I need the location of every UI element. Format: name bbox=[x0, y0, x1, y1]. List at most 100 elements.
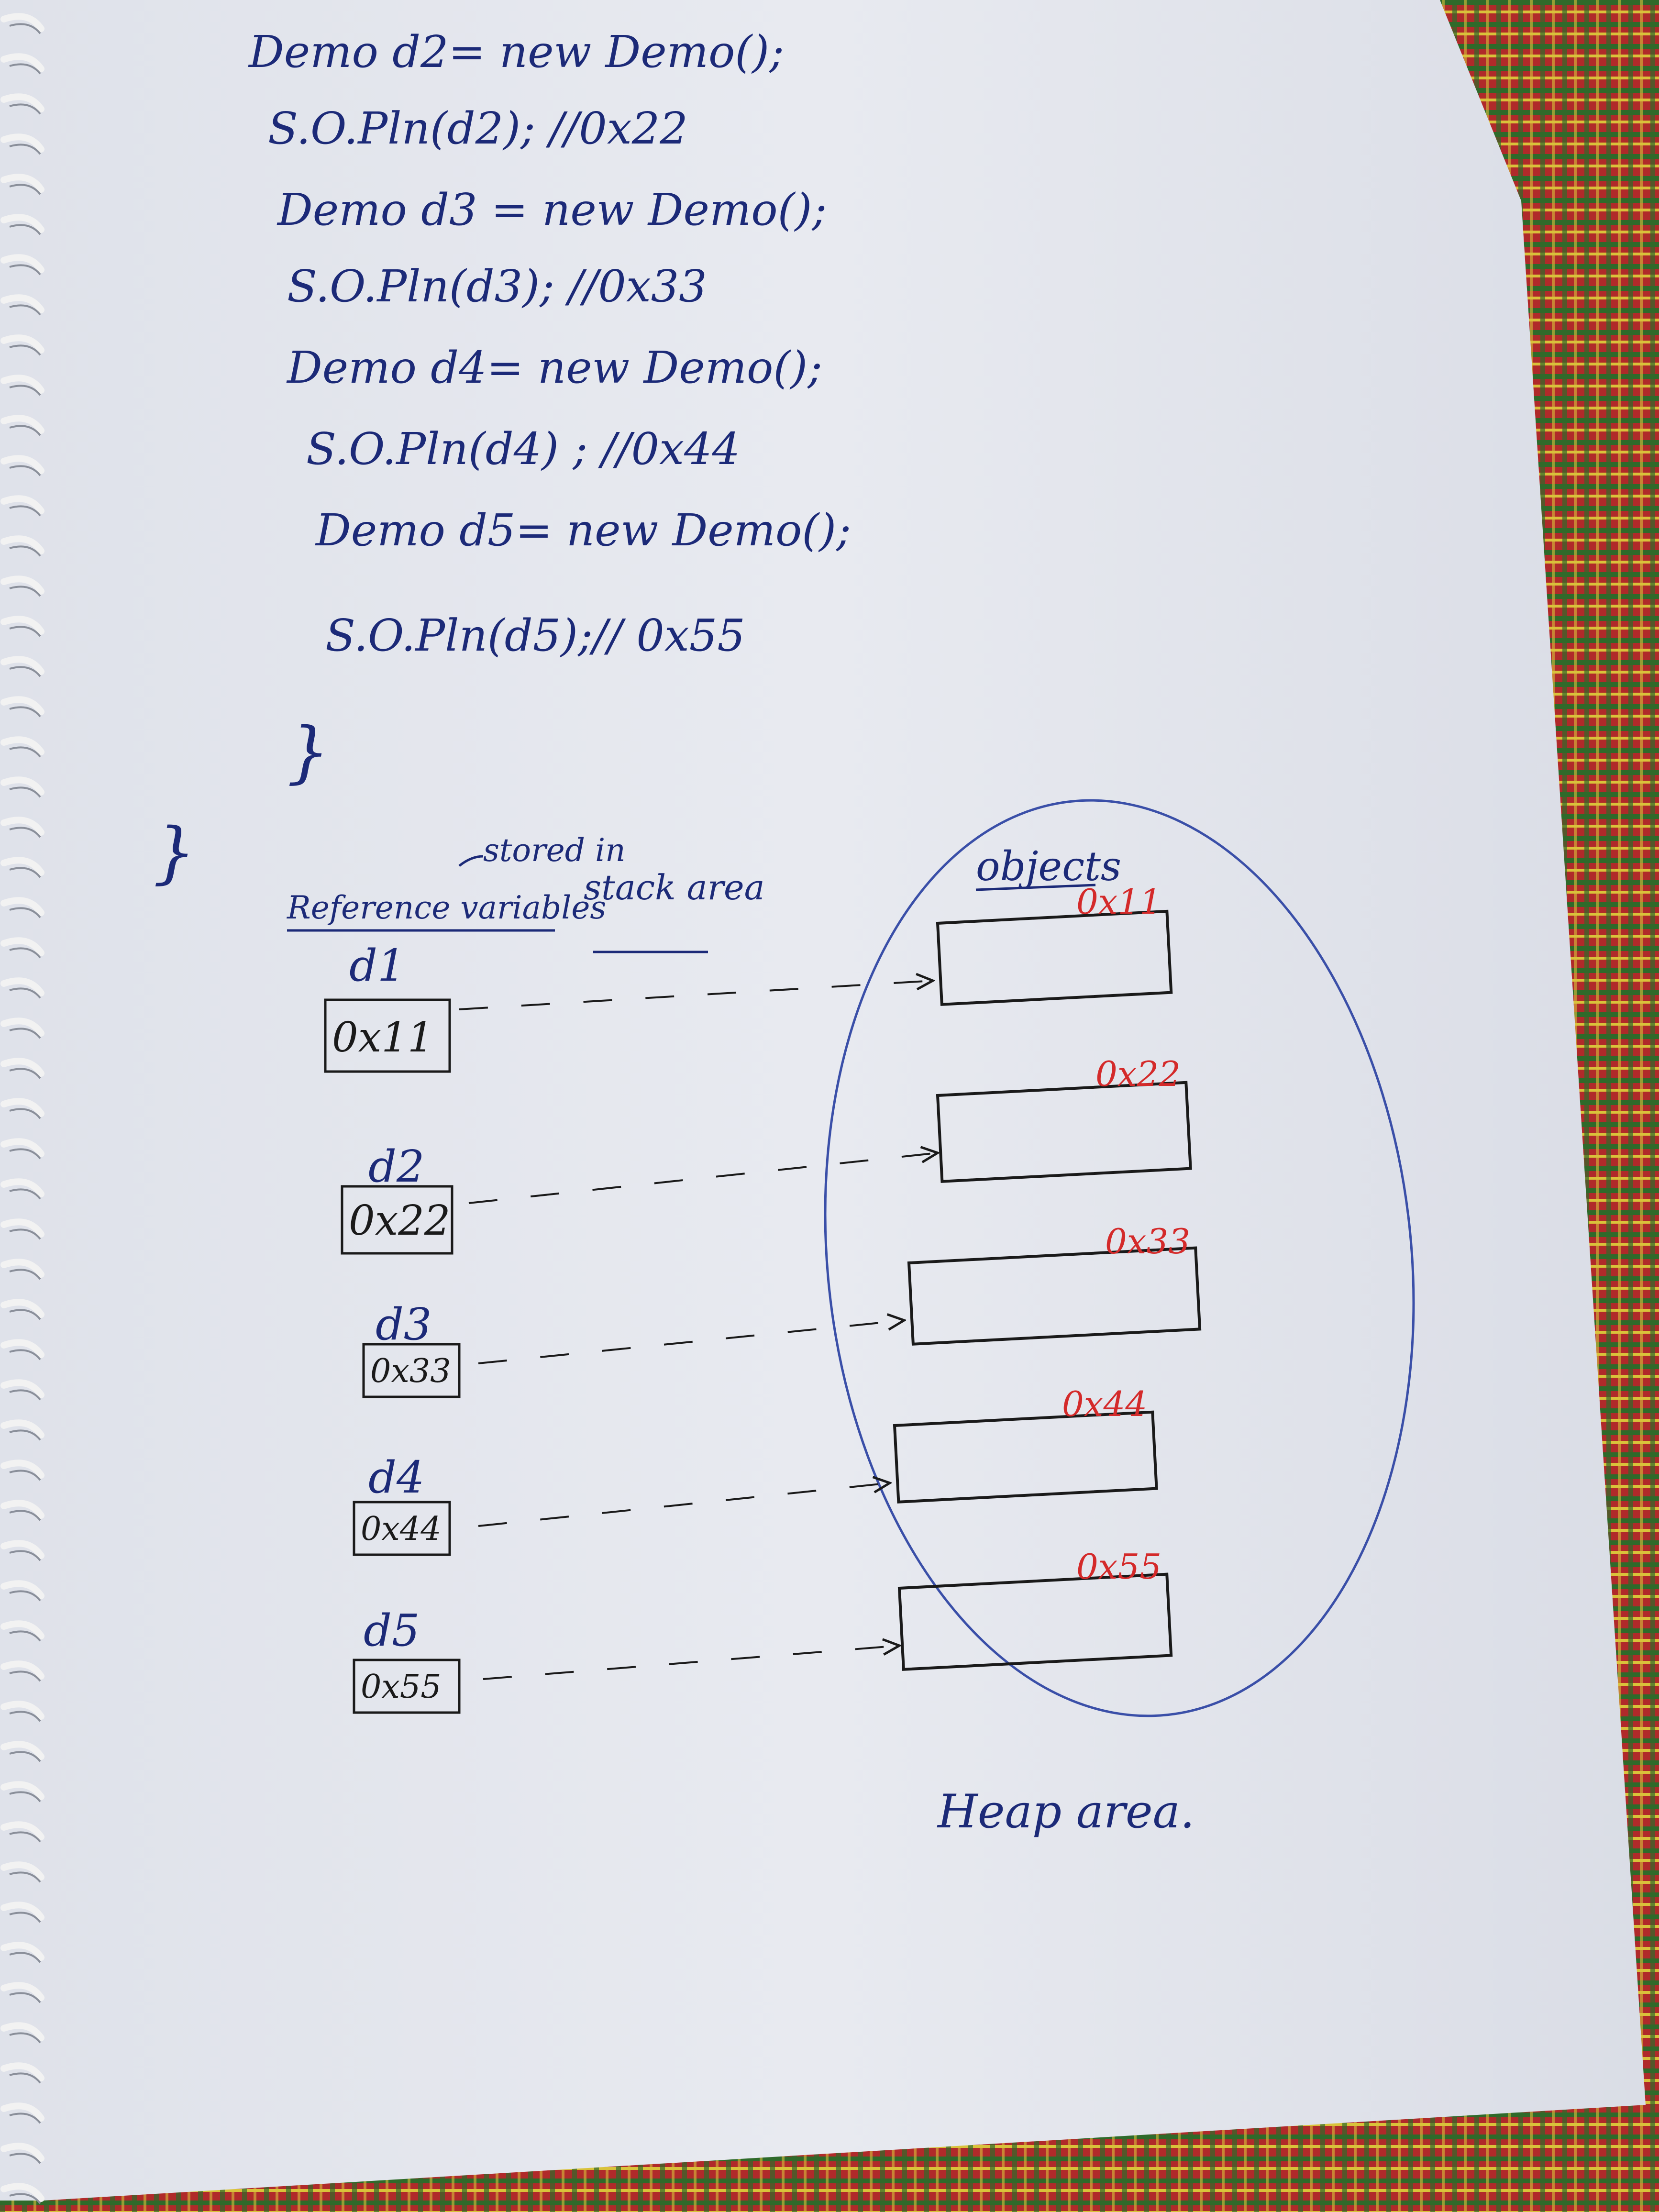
spiral-ring bbox=[0, 1058, 44, 1077]
spiral-ring bbox=[0, 1701, 44, 1720]
spiral-ring bbox=[0, 133, 44, 153]
spiral-ring bbox=[0, 2143, 44, 2162]
spiral-ring-shadow bbox=[9, 907, 41, 918]
spiral-ring bbox=[0, 575, 44, 595]
spiral-ring bbox=[0, 495, 44, 514]
spiral-ring-shadow bbox=[9, 2072, 41, 2084]
spiral-ring bbox=[0, 696, 44, 715]
spiral-ring-shadow bbox=[9, 2193, 41, 2204]
heap-area-label: Heap area. bbox=[937, 1785, 1194, 1838]
heap-object-box bbox=[936, 1081, 1192, 1183]
spiral-ring bbox=[0, 93, 44, 112]
spiral-ring bbox=[0, 13, 44, 32]
spiral-ring-shadow bbox=[9, 505, 41, 517]
heap-area-ellipse bbox=[824, 799, 1415, 1717]
spiral-ring bbox=[0, 1902, 44, 1921]
reference-address: 0x44 bbox=[361, 1510, 442, 1548]
spiral-ring-shadow bbox=[9, 666, 41, 677]
spiral-ring bbox=[0, 937, 44, 956]
reference-address: 0x11 bbox=[332, 1014, 434, 1062]
spiral-ring-shadow bbox=[9, 1349, 41, 1360]
heap-object-address: 0x11 bbox=[1076, 882, 1161, 922]
spiral-ring-shadow bbox=[9, 1510, 41, 1521]
spiral-ring bbox=[0, 1660, 44, 1680]
spiral-ring bbox=[0, 214, 44, 233]
spiral-ring-shadow bbox=[9, 264, 41, 276]
spiral-ring bbox=[0, 1178, 44, 1197]
spiral-ring bbox=[0, 1982, 44, 2001]
objects-label: objects bbox=[976, 843, 1121, 890]
reference-arrow bbox=[478, 1320, 904, 1364]
reference-box bbox=[362, 1343, 461, 1398]
spiral-ring-shadow bbox=[9, 385, 41, 396]
spiral-ring bbox=[0, 294, 44, 313]
spiral-ring bbox=[0, 1861, 44, 1880]
heap-object-box bbox=[893, 1410, 1158, 1504]
heap-object-address: 0x22 bbox=[1095, 1054, 1181, 1094]
spiral-ring-shadow bbox=[9, 1188, 41, 1200]
reference-arrow bbox=[483, 1646, 899, 1680]
spiral-ring bbox=[0, 1540, 44, 1559]
spiral-ring-shadow bbox=[9, 184, 41, 195]
reference-arrow bbox=[478, 1483, 890, 1527]
spiral-ring-shadow bbox=[9, 1309, 41, 1320]
reference-name: d1 bbox=[349, 940, 405, 991]
spiral-ring-shadow bbox=[9, 1228, 41, 1240]
spiral-ring bbox=[0, 1741, 44, 1760]
code-line: S.O.Pln(d5);// 0x55 bbox=[325, 610, 745, 661]
reference-arrow bbox=[468, 1153, 938, 1204]
stored-in-label: stored in bbox=[483, 832, 626, 869]
heap-object-box bbox=[897, 1572, 1173, 1671]
objects-underline bbox=[975, 884, 1096, 891]
code-line: S.O.Pln(d3); //0x33 bbox=[287, 261, 707, 312]
reference-box bbox=[341, 1185, 453, 1255]
spiral-ring bbox=[0, 455, 44, 474]
spiral-ring bbox=[0, 1339, 44, 1358]
closing-brace-outer: } bbox=[153, 814, 196, 892]
spiral-binding bbox=[0, 13, 44, 2204]
code-lines: Demo d2= new Demo();S.O.Pln(d2); //0x22D… bbox=[248, 26, 851, 661]
spiral-ring bbox=[0, 1500, 44, 1519]
reference-box bbox=[324, 998, 451, 1073]
heap-object-box bbox=[936, 909, 1173, 1006]
spiral-ring-shadow bbox=[9, 1791, 41, 1803]
code-line: Demo d4= new Demo(); bbox=[286, 342, 822, 393]
spiral-ring-shadow bbox=[9, 1912, 41, 1923]
code-line: S.O.Pln(d4) ; //0x44 bbox=[306, 423, 740, 475]
spiral-ring-shadow bbox=[9, 2112, 41, 2124]
spiral-ring bbox=[0, 857, 44, 876]
reference-address: 0x33 bbox=[370, 1352, 451, 1390]
spiral-ring bbox=[0, 2022, 44, 2041]
reference-address: 0x55 bbox=[361, 1668, 442, 1706]
spiral-ring-shadow bbox=[9, 706, 41, 718]
spiral-ring-shadow bbox=[9, 224, 41, 235]
heap-object-address: 0x44 bbox=[1062, 1384, 1147, 1424]
spiral-ring-shadow bbox=[9, 827, 41, 838]
code-line: Demo d3 = new Demo(); bbox=[276, 184, 827, 235]
spiral-ring bbox=[0, 1942, 44, 1961]
reference-arrow bbox=[459, 981, 933, 1010]
spiral-ring-shadow bbox=[9, 1871, 41, 1883]
spiral-ring-shadow bbox=[9, 465, 41, 476]
spiral-ring bbox=[0, 1259, 44, 1278]
code-line: Demo d2= new Demo(); bbox=[248, 26, 784, 77]
spiral-ring-shadow bbox=[9, 987, 41, 999]
reference-box bbox=[353, 1501, 451, 1556]
spiral-ring-shadow bbox=[9, 1711, 41, 1722]
spiral-ring-shadow bbox=[9, 1389, 41, 1401]
spiral-ring bbox=[0, 1460, 44, 1479]
reference-name: d3 bbox=[376, 1299, 431, 1350]
spiral-ring-shadow bbox=[9, 2153, 41, 2164]
spiral-ring bbox=[0, 616, 44, 635]
spiral-ring-shadow bbox=[9, 545, 41, 557]
spiral-ring bbox=[0, 1018, 44, 1037]
reference-name: d2 bbox=[368, 1141, 424, 1192]
heap-object-address: 0x55 bbox=[1076, 1547, 1161, 1587]
spiral-ring-shadow bbox=[9, 1952, 41, 1963]
spiral-ring bbox=[0, 1781, 44, 1800]
spiral-ring-shadow bbox=[9, 1108, 41, 1119]
spiral-ring bbox=[0, 1379, 44, 1398]
spiral-ring-shadow bbox=[9, 1670, 41, 1682]
